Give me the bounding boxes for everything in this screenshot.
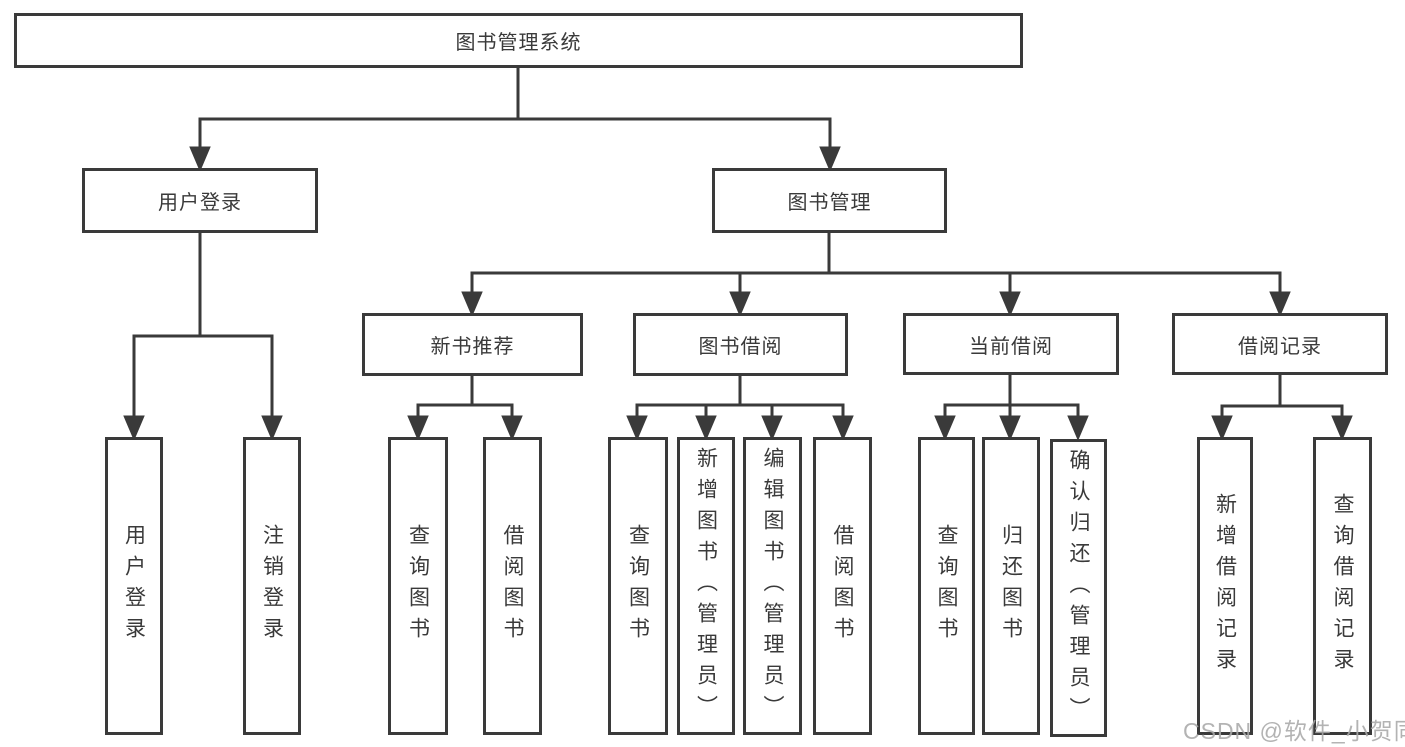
leaf-borrow-books-1: 借阅图书 [483,437,542,735]
arrowhead-down-icon [934,415,956,441]
arrowhead-down-icon [501,415,523,441]
arrowhead-down-icon [832,415,854,441]
connector-line [1220,374,1344,421]
arrowhead-down-icon [626,415,648,441]
arrowhead-down-icon [729,291,751,317]
connector-new-book-children [407,375,523,441]
connector-line [198,68,832,152]
arrowhead-down-icon [261,415,283,441]
arrowhead-down-icon [695,415,717,441]
leaf-edit-books-admin: 编辑图书（管理员） [743,437,802,735]
leaf-query-books-2: 查询图书 [608,437,668,735]
arrowhead-down-icon [1331,415,1353,441]
leaf-query-borrow-record: 查询借阅记录 [1313,437,1372,735]
leaf-confirm-return-admin: 确认归还（管理员） [1050,439,1107,737]
node-borrow-records: 借阅记录 [1172,313,1388,375]
leaf-query-books-1: 查询图书 [388,437,448,735]
leaf-query-books-3: 查询图书 [918,437,975,735]
node-book-borrow: 图书借阅 [633,313,848,376]
connector-line [132,233,274,421]
node-user-login: 用户登录 [82,168,318,233]
arrowhead-down-icon [1067,415,1089,441]
node-new-book-recommend: 新书推荐 [362,313,583,376]
connector-current-borrow-children [934,374,1089,441]
leaf-borrow-books-2: 借阅图书 [813,437,872,735]
leaf-logout: 注销登录 [243,437,301,735]
arrowhead-down-icon [1211,415,1233,441]
connector-line [635,375,845,421]
arrowhead-down-icon [819,146,841,172]
arrowhead-down-icon [999,415,1021,441]
node-book-management: 图书管理 [712,168,947,233]
leaf-user-login: 用户登录 [105,437,163,735]
arrowhead-down-icon [1269,291,1291,317]
connector-root-to-level2 [189,68,841,172]
arrowhead-down-icon [189,146,211,172]
connector-borrow-records-children [1211,374,1353,441]
node-current-borrow: 当前借阅 [903,313,1119,375]
arrowhead-down-icon [761,415,783,441]
arrowhead-down-icon [407,415,429,441]
connector-line [470,233,1282,297]
leaf-add-books-admin: 新增图书（管理员） [677,437,735,735]
connector-line [943,374,1080,421]
node-root-system: 图书管理系统 [14,13,1023,68]
leaf-return-books: 归还图书 [982,437,1040,735]
connector-book-borrow-children [626,375,854,441]
leaf-add-borrow-record: 新增借阅记录 [1197,437,1253,735]
connector-book-management-sections [461,233,1291,317]
arrowhead-down-icon [461,291,483,317]
arrowhead-down-icon [999,291,1021,317]
connector-user-login-children [123,233,283,441]
arrowhead-down-icon [123,415,145,441]
connector-line [416,375,514,421]
